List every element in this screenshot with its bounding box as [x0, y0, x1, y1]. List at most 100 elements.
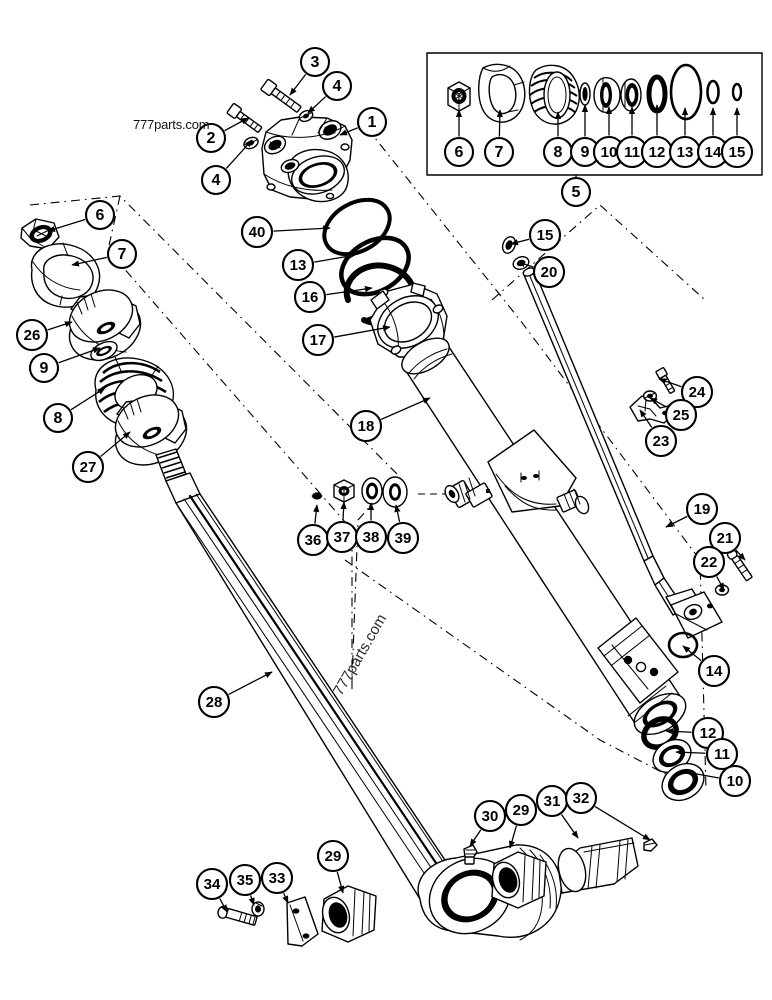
part-9-back-up-ring-small: [90, 340, 118, 362]
callout-29[interactable]: 29: [316, 839, 350, 873]
callout-13[interactable]: 13: [668, 135, 702, 169]
callout-20[interactable]: 20: [532, 255, 566, 289]
callout-24[interactable]: 24: [680, 375, 714, 409]
callout-39[interactable]: 39: [386, 521, 420, 555]
callout-number: 13: [290, 257, 307, 274]
callout-circle: [473, 799, 507, 833]
callout-25[interactable]: 25: [664, 398, 698, 432]
callout-leader: [248, 895, 255, 906]
callout-circle: [443, 136, 475, 168]
callout-36[interactable]: 36: [296, 523, 330, 557]
callout-number: 5: [572, 184, 581, 201]
inset-part-7-split-bearing-ring: [478, 63, 526, 123]
callout-circle: [42, 402, 74, 434]
callout-number: 22: [701, 554, 718, 571]
callout-number: 14: [706, 663, 723, 680]
callout-circle: [260, 861, 294, 895]
callout-1[interactable]: 1: [356, 106, 388, 138]
callout-4[interactable]: 4: [321, 70, 353, 102]
callout-number: 16: [302, 289, 319, 306]
callout-number: 27: [80, 459, 97, 476]
callout-leader: [100, 431, 131, 457]
callout-7[interactable]: 7: [483, 136, 515, 168]
callout-8[interactable]: 8: [42, 402, 74, 434]
callout-14[interactable]: 14: [697, 654, 731, 688]
callout-15[interactable]: 15: [720, 135, 754, 169]
callout-22[interactable]: 22: [692, 545, 726, 579]
callout-number: 19: [694, 501, 711, 518]
callout-33[interactable]: 33: [260, 861, 294, 895]
callout-3[interactable]: 3: [299, 46, 331, 78]
callout-number: 1: [368, 114, 377, 131]
callout-40[interactable]: 40: [240, 215, 274, 249]
callout-circle: [281, 248, 315, 282]
callout-circle: [354, 520, 388, 554]
callout-leader: [649, 397, 667, 408]
callout-34[interactable]: 34: [195, 867, 229, 901]
callout-circle: [386, 521, 420, 555]
part-21-cap-screw-clamp: [726, 548, 753, 582]
callout-8[interactable]: 8: [542, 136, 574, 168]
callout-11[interactable]: 11: [615, 135, 649, 169]
callout-4[interactable]: 4: [200, 164, 232, 196]
callout-15[interactable]: 15: [528, 218, 562, 252]
callout-18[interactable]: 18: [349, 409, 383, 443]
callout-6[interactable]: 6: [84, 199, 116, 231]
callout-leader: [47, 321, 73, 331]
part-29-bushing-sleeve-right: [491, 851, 547, 909]
callout-21[interactable]: 21: [708, 521, 742, 555]
callout-11[interactable]: 11: [705, 737, 739, 771]
callout-37[interactable]: 37: [325, 520, 359, 554]
callout-28[interactable]: 28: [197, 685, 231, 719]
callout-13[interactable]: 13: [281, 248, 315, 282]
callout-circle: [708, 521, 742, 555]
callout-30[interactable]: 30: [473, 799, 507, 833]
part-17-cylinder-head-flange: [369, 282, 448, 358]
callout-circle: [560, 176, 592, 208]
callout-2[interactable]: 2: [195, 122, 227, 154]
callout-32[interactable]: 32: [564, 781, 598, 815]
callout-leader: [313, 504, 320, 524]
callout-leader: [682, 645, 702, 662]
part-37-hex-nut-port: [333, 479, 355, 503]
callout-number: 17: [310, 332, 327, 349]
part-32-pin-retainer: [643, 838, 658, 852]
callout-leader: [307, 96, 327, 114]
callout-leader: [675, 749, 706, 756]
inset-part-14-o-ring: [706, 79, 720, 105]
callout-31[interactable]: 31: [535, 784, 569, 818]
callout-9[interactable]: 9: [28, 352, 60, 384]
callout-circle: [644, 424, 678, 458]
callout-number: 4: [333, 78, 342, 95]
callout-leader: [314, 253, 356, 263]
callout-number: 12: [649, 144, 666, 161]
callout-6[interactable]: 6: [443, 136, 475, 168]
part-39-washer-port-large: [382, 476, 408, 508]
callout-leader: [71, 256, 108, 267]
callout-23[interactable]: 23: [644, 424, 678, 458]
callout-number: 7: [118, 246, 127, 263]
callout-35[interactable]: 35: [228, 863, 262, 897]
callout-number: 8: [554, 144, 563, 161]
callout-12[interactable]: 12: [640, 135, 674, 169]
callout-17[interactable]: 17: [301, 323, 335, 357]
callout-7[interactable]: 7: [106, 238, 138, 270]
part-18-cylinder-barrel-tube: [401, 337, 687, 736]
callout-number: 8: [54, 410, 63, 427]
callout-38[interactable]: 38: [354, 520, 388, 554]
callout-number: 6: [96, 207, 105, 224]
callout-27[interactable]: 27: [71, 450, 105, 484]
callout-29[interactable]: 29: [504, 793, 538, 827]
callout-number: 26: [24, 327, 41, 344]
callout-16[interactable]: 16: [293, 280, 327, 314]
callout-10[interactable]: 10: [718, 764, 752, 798]
part-1-cylinder-head-housing: [261, 116, 353, 203]
callout-5[interactable]: 5: [560, 176, 592, 208]
callout-14[interactable]: 14: [696, 135, 730, 169]
callout-26[interactable]: 26: [15, 318, 49, 352]
callout-number: 24: [689, 384, 706, 401]
callout-leader: [273, 225, 331, 232]
callout-circle: [195, 867, 229, 901]
callout-19[interactable]: 19: [685, 492, 719, 526]
